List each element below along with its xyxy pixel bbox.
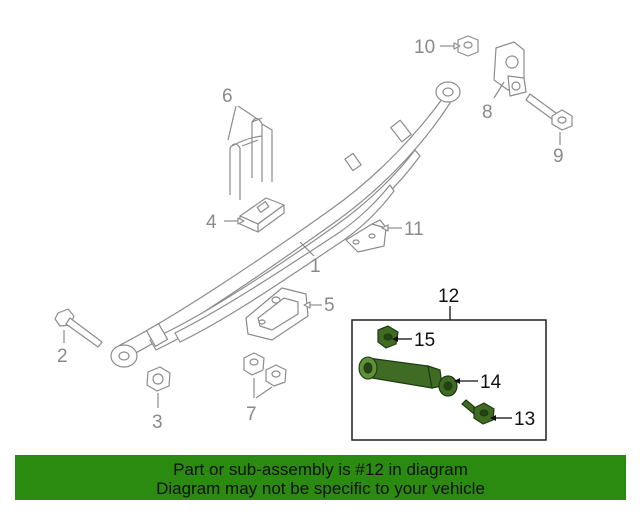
bracket-part <box>345 219 402 253</box>
footer-notice-bar: Part or sub-assembly is #12 in diagram D… <box>15 455 626 500</box>
shock-absorber-part <box>358 356 443 389</box>
callout-11: 11 <box>404 219 424 240</box>
shock-bolt-part <box>461 399 512 425</box>
spring-plate-part <box>245 287 322 341</box>
shock-nut-part <box>377 325 412 349</box>
callout-2: 2 <box>57 346 68 367</box>
callout-3: 3 <box>152 412 163 433</box>
footer-line-1: Part or sub-assembly is #12 in diagram <box>173 460 468 479</box>
callout-14: 14 <box>480 372 502 393</box>
parts-diagram: 1 2 3 4 5 6 <box>54 35 573 441</box>
bushing-part <box>438 375 478 397</box>
callout-15: 15 <box>414 330 435 351</box>
front-nut-part <box>146 366 171 408</box>
shackle-part <box>493 41 527 99</box>
callout-6: 6 <box>222 86 233 107</box>
callout-8: 8 <box>482 102 493 123</box>
spacer-block-part <box>224 197 285 233</box>
assembly-box <box>351 319 547 441</box>
front-bolt-part <box>54 308 103 348</box>
callout-12: 12 <box>438 286 459 307</box>
footer-line-2: Diagram may not be specific to your vehi… <box>156 479 485 498</box>
u-bolts-part <box>227 105 273 200</box>
callout-7: 7 <box>246 404 257 425</box>
shackle-nut-part <box>440 35 479 57</box>
shackle-bolt-part <box>525 93 573 145</box>
callout-10: 10 <box>414 37 435 58</box>
u-bolt-nuts-part <box>243 352 287 399</box>
leaf-spring-part <box>110 81 461 368</box>
callout-5: 5 <box>324 295 335 316</box>
callout-1: 1 <box>310 256 321 277</box>
callout-9: 9 <box>553 146 564 167</box>
callout-13: 13 <box>514 409 535 430</box>
callout-4: 4 <box>206 212 217 233</box>
